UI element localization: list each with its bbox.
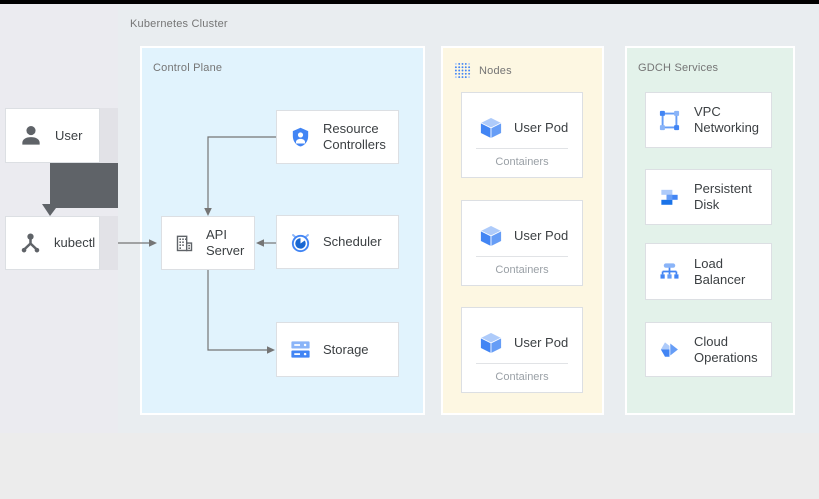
pod-divider xyxy=(476,148,568,149)
cloud-operations-icon xyxy=(660,342,678,357)
cloud-operations-label: Cloud Operations xyxy=(694,333,758,365)
vpc-networking-icon xyxy=(659,110,680,130)
kubectl-card: kubectl xyxy=(5,216,100,270)
storage-icon xyxy=(291,341,310,358)
load-balancer-label: Load Balancer xyxy=(694,255,746,287)
vpc-networking-card: VPC Networking xyxy=(645,92,772,148)
persistent-disk-card: Persistent Disk xyxy=(645,169,772,225)
top-black-bar xyxy=(0,0,819,4)
pod-cube-icon xyxy=(479,224,503,247)
nodes-label: Nodes xyxy=(479,64,512,77)
resource-controllers-shield-icon xyxy=(292,127,309,147)
user-pod-label: User Pod xyxy=(514,335,569,350)
api-server-label: API Server xyxy=(206,227,245,258)
pod-cube-icon xyxy=(479,116,503,139)
persistent-disk-label: Persistent Disk xyxy=(694,181,752,212)
persistent-disk-icon xyxy=(661,189,678,205)
api-server-building-icon xyxy=(176,235,193,251)
user-pod-card: User Pod Containers xyxy=(461,307,583,393)
bottom-background xyxy=(0,433,819,499)
storage-card: Storage xyxy=(276,322,399,377)
containers-label: Containers xyxy=(495,264,549,276)
user-pod-card: User Pod Containers xyxy=(461,200,583,286)
pod-cube-icon xyxy=(479,331,503,354)
gdch-services-label: GDCH Services xyxy=(638,62,719,74)
resource-controllers-label: Resource Controllers xyxy=(323,121,386,152)
load-balancer-icon xyxy=(660,263,679,279)
user-pod-label: User Pod xyxy=(514,120,569,135)
resource-controllers-card: Resource Controllers xyxy=(276,110,399,164)
vpc-networking-label: VPC Networking xyxy=(694,104,760,135)
cloud-operations-card: Cloud Operations xyxy=(645,322,772,377)
user-label: User xyxy=(55,127,83,143)
scheduler-label: Scheduler xyxy=(323,234,382,249)
scheduler-clock-icon xyxy=(291,233,310,252)
nodes-grid-icon xyxy=(454,62,471,79)
pod-divider xyxy=(476,256,568,257)
api-server-card: API Server xyxy=(161,216,255,270)
scheduler-card: Scheduler xyxy=(276,215,399,269)
user-pod-label: User Pod xyxy=(514,228,569,243)
user-card-shadow-block xyxy=(100,108,118,163)
pod-divider xyxy=(476,363,568,364)
user-person-icon xyxy=(22,125,40,145)
kubectl-card-shadow-block xyxy=(100,216,118,270)
load-balancer-card: Load Balancer xyxy=(645,243,772,300)
control-plane-label: Control Plane xyxy=(153,62,223,74)
kubernetes-cluster-label: Kubernetes Cluster xyxy=(130,18,228,30)
containers-label: Containers xyxy=(495,156,549,168)
kubectl-label: kubectl xyxy=(54,235,96,250)
kubectl-icon xyxy=(21,233,40,252)
containers-label: Containers xyxy=(495,371,549,383)
user-card: User xyxy=(5,108,100,163)
storage-label: Storage xyxy=(323,341,369,357)
user-pod-card: User Pod Containers xyxy=(461,92,583,178)
